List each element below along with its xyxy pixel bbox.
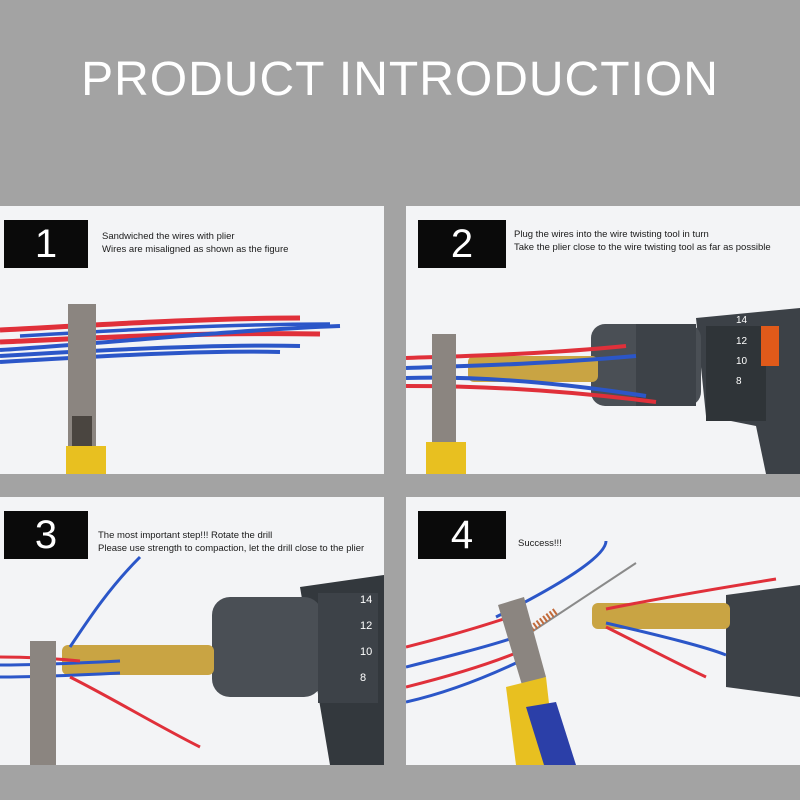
step-3-caption: The most important step!!! Rotate the dr…	[98, 529, 364, 555]
step-1-panel: 1 Sandwiched the wires with plier Wires …	[0, 206, 384, 474]
step-4-illustration	[406, 540, 800, 765]
caption-line: Please use strength to compaction, let t…	[98, 543, 365, 554]
step-3-illustration: 14 12 10 8	[0, 555, 384, 765]
step-number-badge: 2	[418, 220, 506, 268]
chuck-mark: 14	[360, 594, 372, 606]
step-2-illustration: 14 12 10 8	[406, 308, 800, 474]
caption-line: Plug the wires into the wire twisting to…	[514, 229, 709, 240]
page-title: PRODUCT INTRODUCTION	[81, 53, 719, 106]
caption-line: Wires are misaligned as shown as the fig…	[102, 244, 289, 255]
chuck-mark: 10	[360, 646, 372, 658]
step-4-panel: 4 Success!!!	[406, 497, 800, 765]
chuck-mark: 12	[736, 336, 748, 347]
step-2-caption: Plug the wires into the wire twisting to…	[514, 228, 771, 254]
step-number-badge: 1	[4, 220, 88, 268]
caption-line: Take the plier close to the wire twistin…	[514, 242, 771, 253]
chuck-mark: 12	[360, 620, 372, 632]
step-2-panel: 14 12 10 8 2 Plug the wires into the wir…	[406, 206, 800, 474]
caption-line: The most important step!!! Rotate the dr…	[98, 530, 273, 541]
step-1-caption: Sandwiched the wires with plier Wires ar…	[102, 230, 288, 256]
step-1-illustration	[0, 304, 341, 474]
step-number-badge: 3	[4, 511, 88, 559]
step-3-panel: 14 12 10 8 3 The most important step!!! …	[0, 497, 384, 765]
chuck-mark: 14	[736, 315, 748, 326]
step-number-badge: 4	[418, 511, 506, 559]
chuck-mark: 8	[736, 376, 742, 387]
step-4-caption: Success!!!	[518, 537, 562, 550]
caption-line: Sandwiched the wires with plier	[102, 231, 235, 242]
chuck-mark: 8	[360, 672, 366, 684]
caption-line: Success!!!	[518, 538, 562, 549]
chuck-mark: 10	[736, 356, 748, 367]
